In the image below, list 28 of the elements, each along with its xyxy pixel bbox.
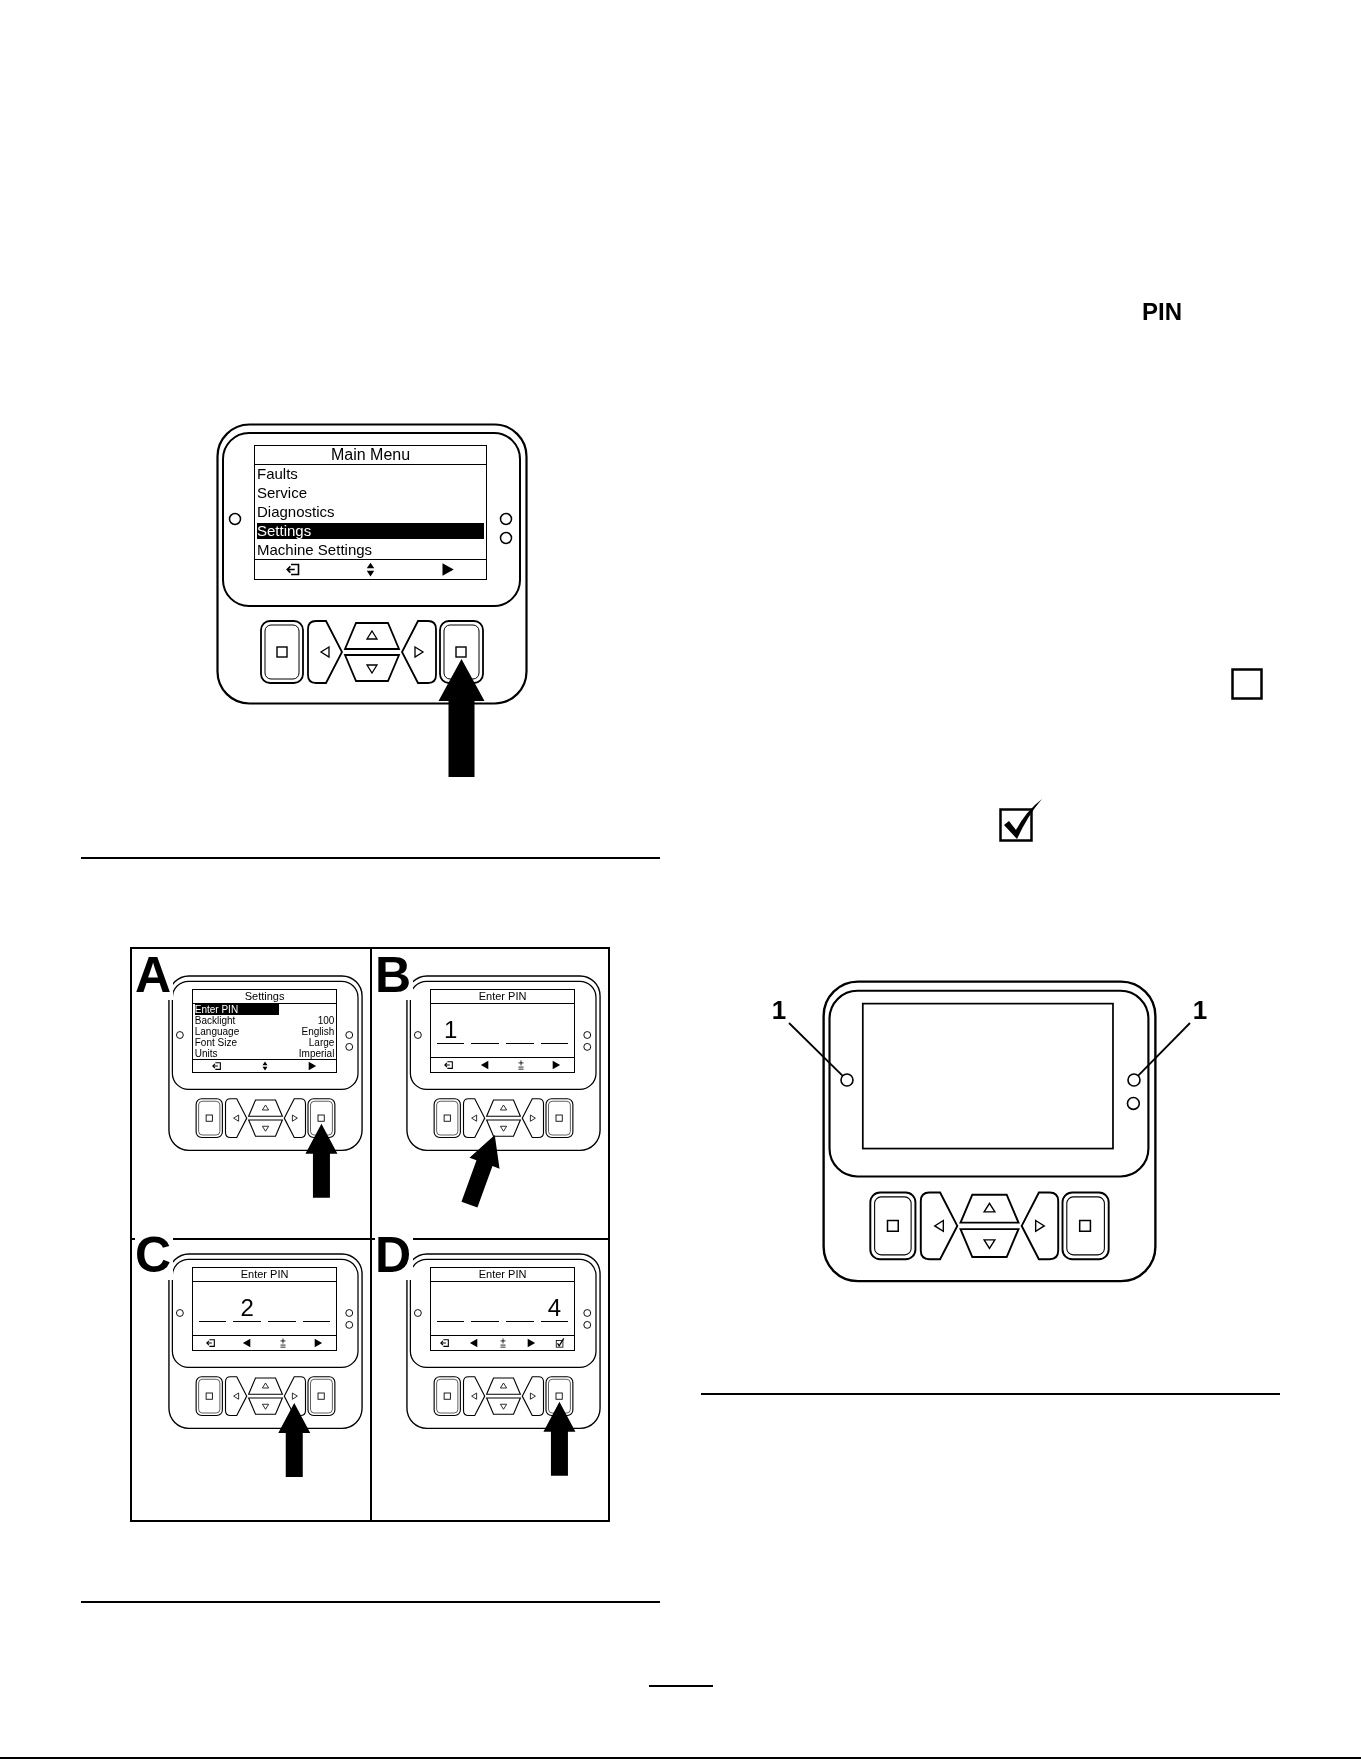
menu-item: Units xyxy=(194,1047,218,1059)
indicator-light xyxy=(1127,1073,1141,1087)
menu-item: Settings xyxy=(257,522,484,539)
screen-title: Enter PIN xyxy=(192,1267,337,1282)
pin-digit-field: 2 xyxy=(233,1294,262,1322)
screen-title: Main Menu xyxy=(255,446,486,465)
menu-item: Faults xyxy=(257,466,299,483)
callout-number: 1 xyxy=(1190,995,1210,1025)
screen-title: Enter PIN xyxy=(430,989,575,1004)
setting-value: 100 xyxy=(317,1014,335,1026)
indicator-light xyxy=(840,1073,854,1087)
menu-item: Enter PIN xyxy=(194,1003,279,1015)
inline-term: PIN xyxy=(1142,298,1182,326)
menu-item: Diagnostics xyxy=(257,504,336,520)
pin-digit-field: 1 xyxy=(436,1016,465,1044)
leader-line xyxy=(788,1022,844,1077)
screen-title: Settings xyxy=(192,989,337,1004)
setting-value: Large xyxy=(308,1036,335,1048)
callout-number: 1 xyxy=(769,995,789,1025)
setting-value: English xyxy=(301,1025,335,1037)
pin-digit-field: 4 xyxy=(540,1294,569,1322)
menu-item: Service xyxy=(257,485,309,502)
menu-item: Machine Settings xyxy=(257,541,374,558)
menu-item: Font Size xyxy=(194,1036,237,1048)
menu-item: Language xyxy=(194,1025,240,1037)
screen-title: Enter PIN xyxy=(430,1267,575,1282)
menu-item: Backlight xyxy=(194,1014,236,1026)
setting-value: Imperial xyxy=(298,1047,335,1059)
